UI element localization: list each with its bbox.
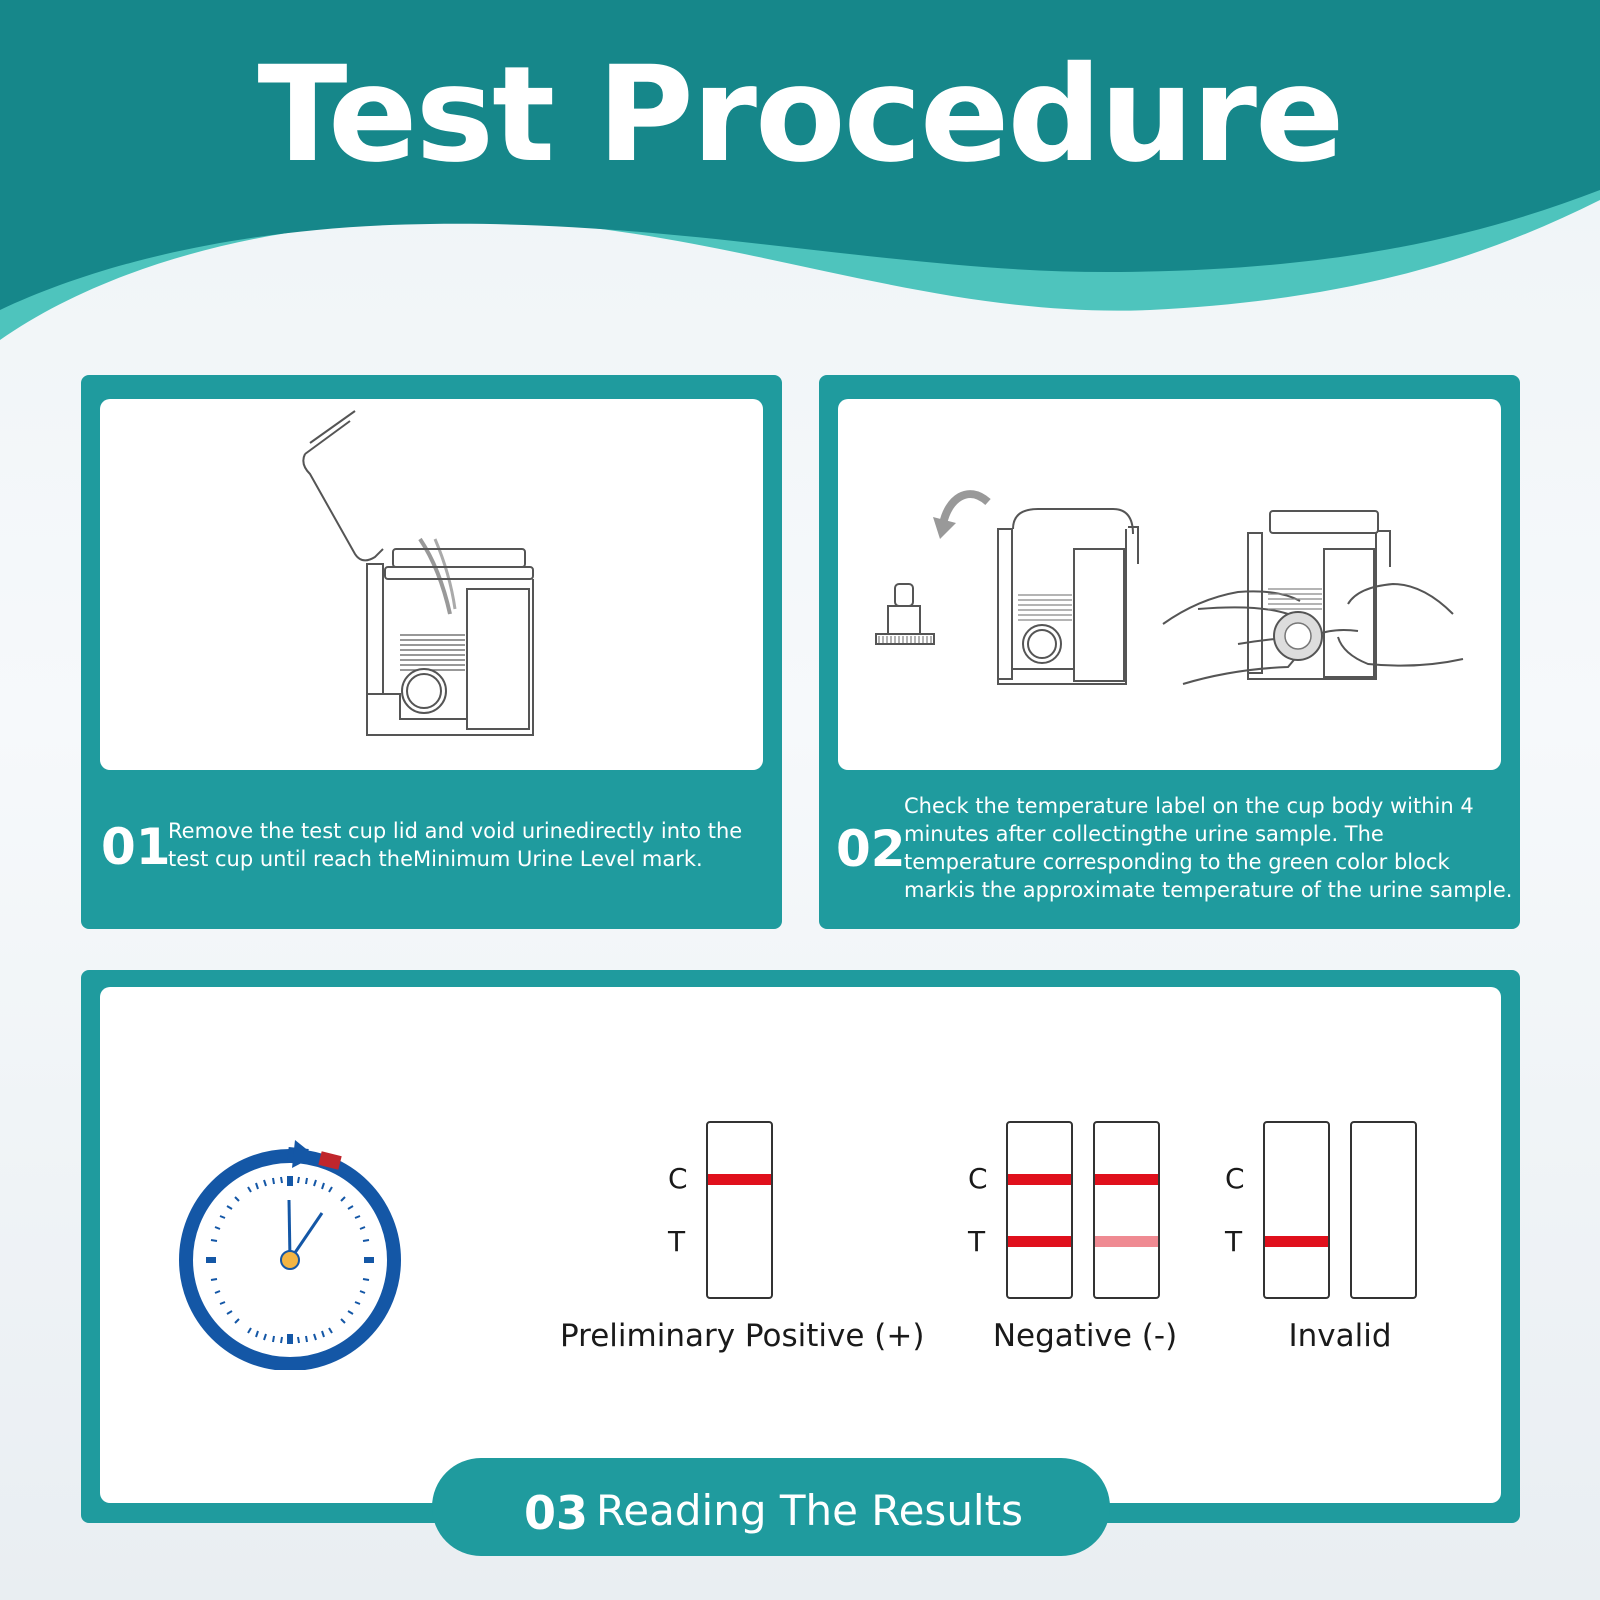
- negative-c-label: C: [968, 1162, 988, 1195]
- negative-result-label: Negative (-): [992, 1318, 1178, 1354]
- step-02-number: 02: [836, 820, 906, 878]
- negative-2-test-line-faint: [1095, 1236, 1158, 1247]
- positive-strip: [706, 1121, 773, 1299]
- step-03-banner: [432, 1458, 1110, 1556]
- step-02-illustration: [838, 399, 1501, 770]
- invalid-c-label: C: [1225, 1162, 1245, 1195]
- page-title: Test Procedure: [257, 38, 1344, 192]
- clock-icon: [179, 1140, 401, 1370]
- invalid-strip-1: [1263, 1121, 1330, 1299]
- temperature-check-icon: [875, 490, 1464, 685]
- negative-1-test-line: [1008, 1236, 1071, 1247]
- step-02-text: Check the temperature label on the cup b…: [904, 794, 1513, 902]
- negative-2-control-line: [1095, 1174, 1158, 1185]
- step-03-number: 03: [524, 1486, 589, 1540]
- positive-control-line: [708, 1174, 771, 1185]
- header-banner: [0, 0, 1600, 340]
- step-01-number: 01: [101, 818, 171, 876]
- invalid-t-label: T: [1225, 1225, 1243, 1258]
- invalid-strip-2: [1350, 1121, 1417, 1299]
- positive-c-label: C: [668, 1162, 688, 1195]
- invalid-result-label: Invalid: [1288, 1318, 1392, 1354]
- positive-t-label: T: [668, 1225, 686, 1258]
- step-01-illustration: [100, 399, 763, 770]
- negative-1-control-line: [1008, 1174, 1071, 1185]
- step-03-title: Reading The Results: [596, 1486, 1023, 1535]
- step-01-text: Remove the test cup lid and void urinedi…: [168, 819, 743, 871]
- negative-strip-2: [1093, 1121, 1160, 1299]
- invalid-1-test-line: [1265, 1236, 1328, 1247]
- test-cup-lid-open-icon: [302, 410, 534, 736]
- negative-strip-1: [1006, 1121, 1073, 1299]
- negative-t-label: T: [968, 1225, 986, 1258]
- positive-result-label: Preliminary Positive (+): [560, 1318, 925, 1354]
